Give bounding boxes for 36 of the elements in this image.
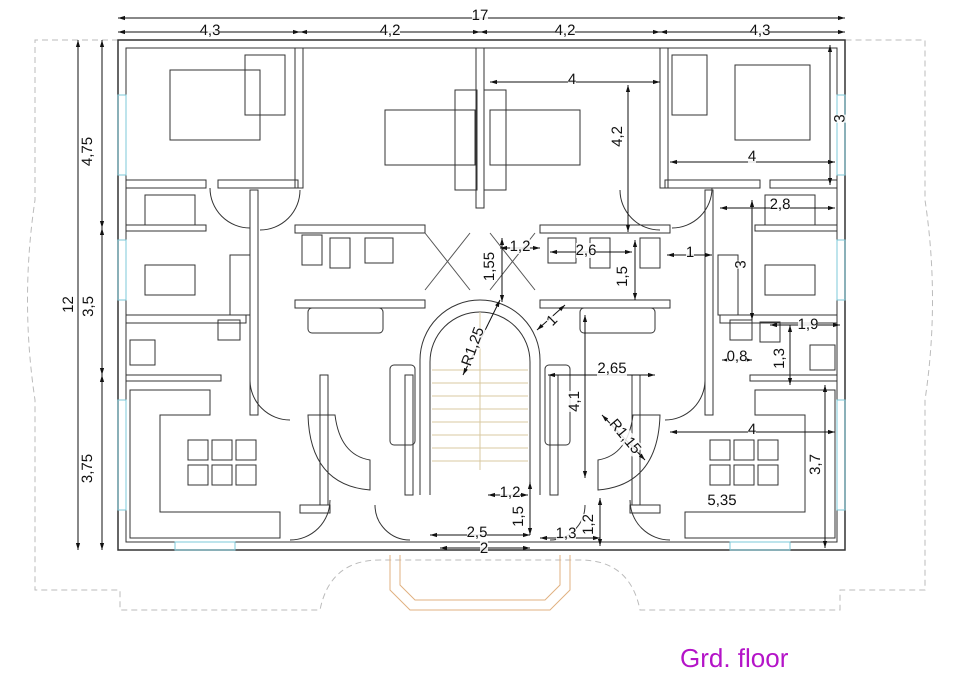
dimension-label: 2,8	[770, 196, 790, 212]
dimension-label: 3	[832, 114, 848, 122]
dimension-label: 1,9	[798, 316, 818, 332]
dimension-label: 3,5	[80, 296, 96, 316]
dimension-label: 1,55	[482, 251, 498, 281]
dimension-label: 3,7	[808, 454, 822, 474]
dimension-label: 4,2	[554, 22, 576, 38]
dimension-label: R1,25	[459, 324, 487, 368]
dimension-label: 5,35	[707, 492, 737, 508]
dimension-label: 2,5	[466, 524, 488, 540]
dimension-label: 4	[748, 148, 756, 164]
dimension-label: 1	[686, 244, 694, 260]
dimension-label: 1,3	[772, 348, 786, 368]
dimension-label: 3	[734, 260, 748, 268]
dimension-label: 4,2	[380, 22, 400, 38]
caption: Grd. floor	[680, 645, 788, 671]
dimension-label: 1,2	[580, 514, 596, 534]
dimension-label: 12	[60, 296, 76, 312]
dimension-label: 1,2	[510, 238, 530, 254]
dimension-label: 1,3	[556, 526, 576, 540]
dimension-label: 1,5	[510, 506, 526, 526]
dimension-label: 4	[568, 72, 576, 86]
dimension-label: 1,5	[614, 266, 630, 286]
dimension-label: 1,2	[500, 484, 520, 500]
dimension-label: 2	[480, 540, 488, 556]
dimension-label: 3,75	[80, 453, 96, 483]
dimension-label: 4,3	[750, 22, 770, 38]
dimension-label: 4	[748, 422, 756, 436]
dimension-label: 2,65	[597, 360, 627, 376]
dimension-label: 4,3	[200, 22, 220, 38]
dimension-label: 2,6	[576, 242, 596, 258]
dimension-label: 4,2	[610, 126, 624, 146]
dimension-label: 4,75	[80, 136, 96, 166]
dimension-label: 17	[472, 8, 488, 22]
dimension-label: 0,8	[726, 348, 748, 364]
dimension-label: 4,1	[566, 390, 582, 412]
